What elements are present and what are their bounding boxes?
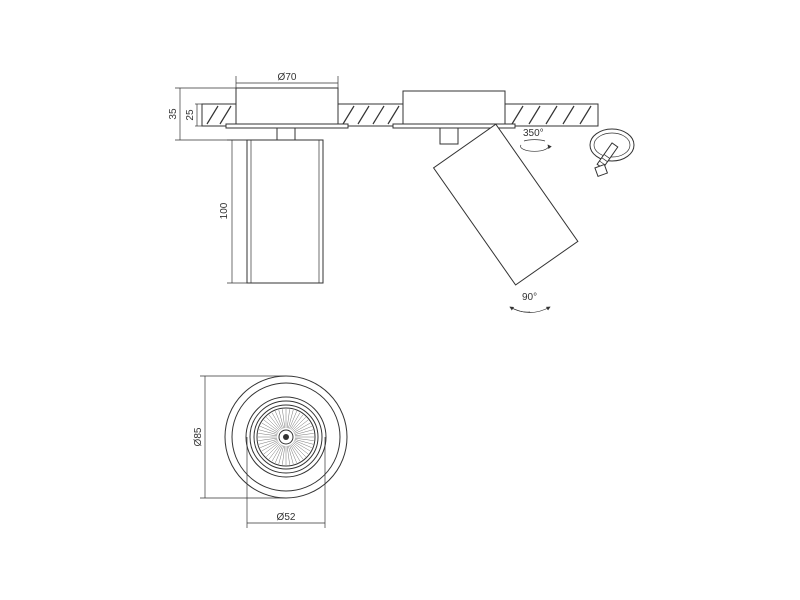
dimension-ceiling-thickness: 25 — [185, 103, 202, 127]
dimension-outer-diameter: Ø85 — [193, 375, 286, 499]
stem-right — [439, 127, 459, 145]
reflector — [256, 407, 316, 467]
fixture-bottom-view — [224, 375, 348, 499]
trim-ring — [225, 123, 349, 129]
ceiling-hole-icon — [589, 128, 635, 162]
tilt-indicator: 90° — [509, 292, 551, 313]
fixture-front-view — [225, 87, 349, 284]
rotation-horizontal-label: 350° — [523, 128, 544, 139]
recessed-housing-right — [402, 90, 506, 125]
installation-detail — [589, 128, 635, 178]
reflector-ribs — [258, 409, 314, 465]
body-length-label: 100 — [219, 202, 230, 219]
fixture-tilted-view — [392, 90, 579, 286]
recess-diameter-label: Ø70 — [278, 72, 297, 83]
dimension-body-diameter: Ø52 — [246, 437, 326, 528]
rotation-arrow-icon — [520, 144, 552, 152]
tilt-label: 90° — [522, 292, 537, 303]
ceiling-section — [201, 103, 599, 127]
ceiling-hatching — [206, 105, 592, 125]
dimension-total-height: 35 — [168, 87, 247, 141]
ceiling-thickness-label: 25 — [185, 109, 196, 121]
body-diameter-label: Ø52 — [277, 512, 296, 523]
stem — [276, 127, 296, 141]
body-circle — [245, 396, 327, 478]
recessed-housing — [235, 87, 339, 125]
dimension-body-length: 100 — [219, 139, 247, 284]
total-height-label: 35 — [168, 108, 179, 120]
spot-body-tilted — [432, 123, 579, 286]
outer-diameter-label: Ø85 — [193, 427, 204, 446]
rotation-horizontal-indicator: 350° — [520, 128, 552, 152]
spot-body — [246, 139, 324, 284]
spring-clip-icon — [596, 142, 619, 169]
dimension-recess-diameter: Ø70 — [235, 72, 339, 88]
